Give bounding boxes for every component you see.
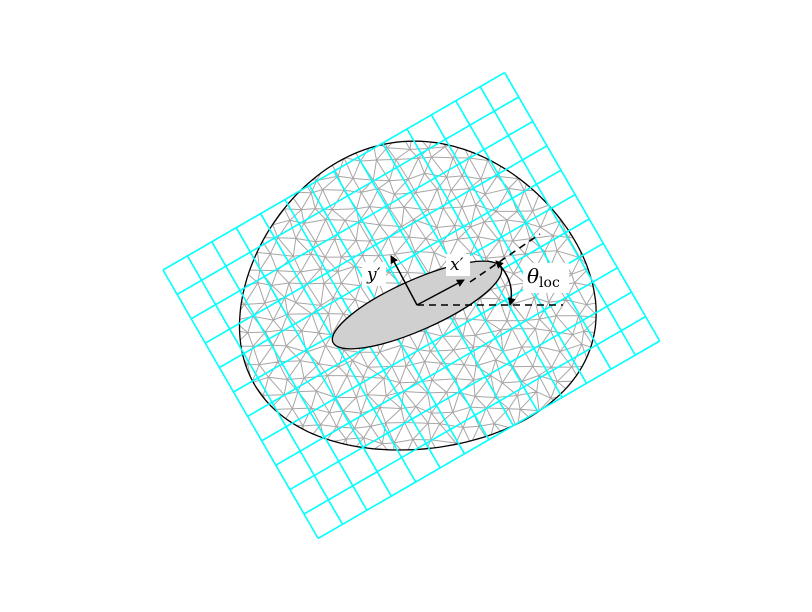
- angle-arc-icon: [495, 260, 516, 306]
- y-prime-label: y′: [366, 265, 381, 285]
- x-prime-label: x′: [450, 255, 464, 275]
- y-prime-axis-arrow: [390, 255, 418, 306]
- theta-subscript: loc: [539, 275, 560, 291]
- theta-symbol: θ: [527, 264, 539, 288]
- theta-label-bg: [523, 263, 569, 293]
- mesh-edges: [239, 141, 597, 450]
- domain-boundary: [238, 140, 597, 451]
- y-prime-label-bg: [362, 262, 386, 286]
- triangulated-mesh: [239, 141, 597, 450]
- x-prime-axis-arrow: [416, 279, 465, 306]
- major-axis-dashed-line: [469, 233, 541, 283]
- x-prime-label-bg: [446, 254, 470, 276]
- theta-label: θloc: [527, 264, 560, 291]
